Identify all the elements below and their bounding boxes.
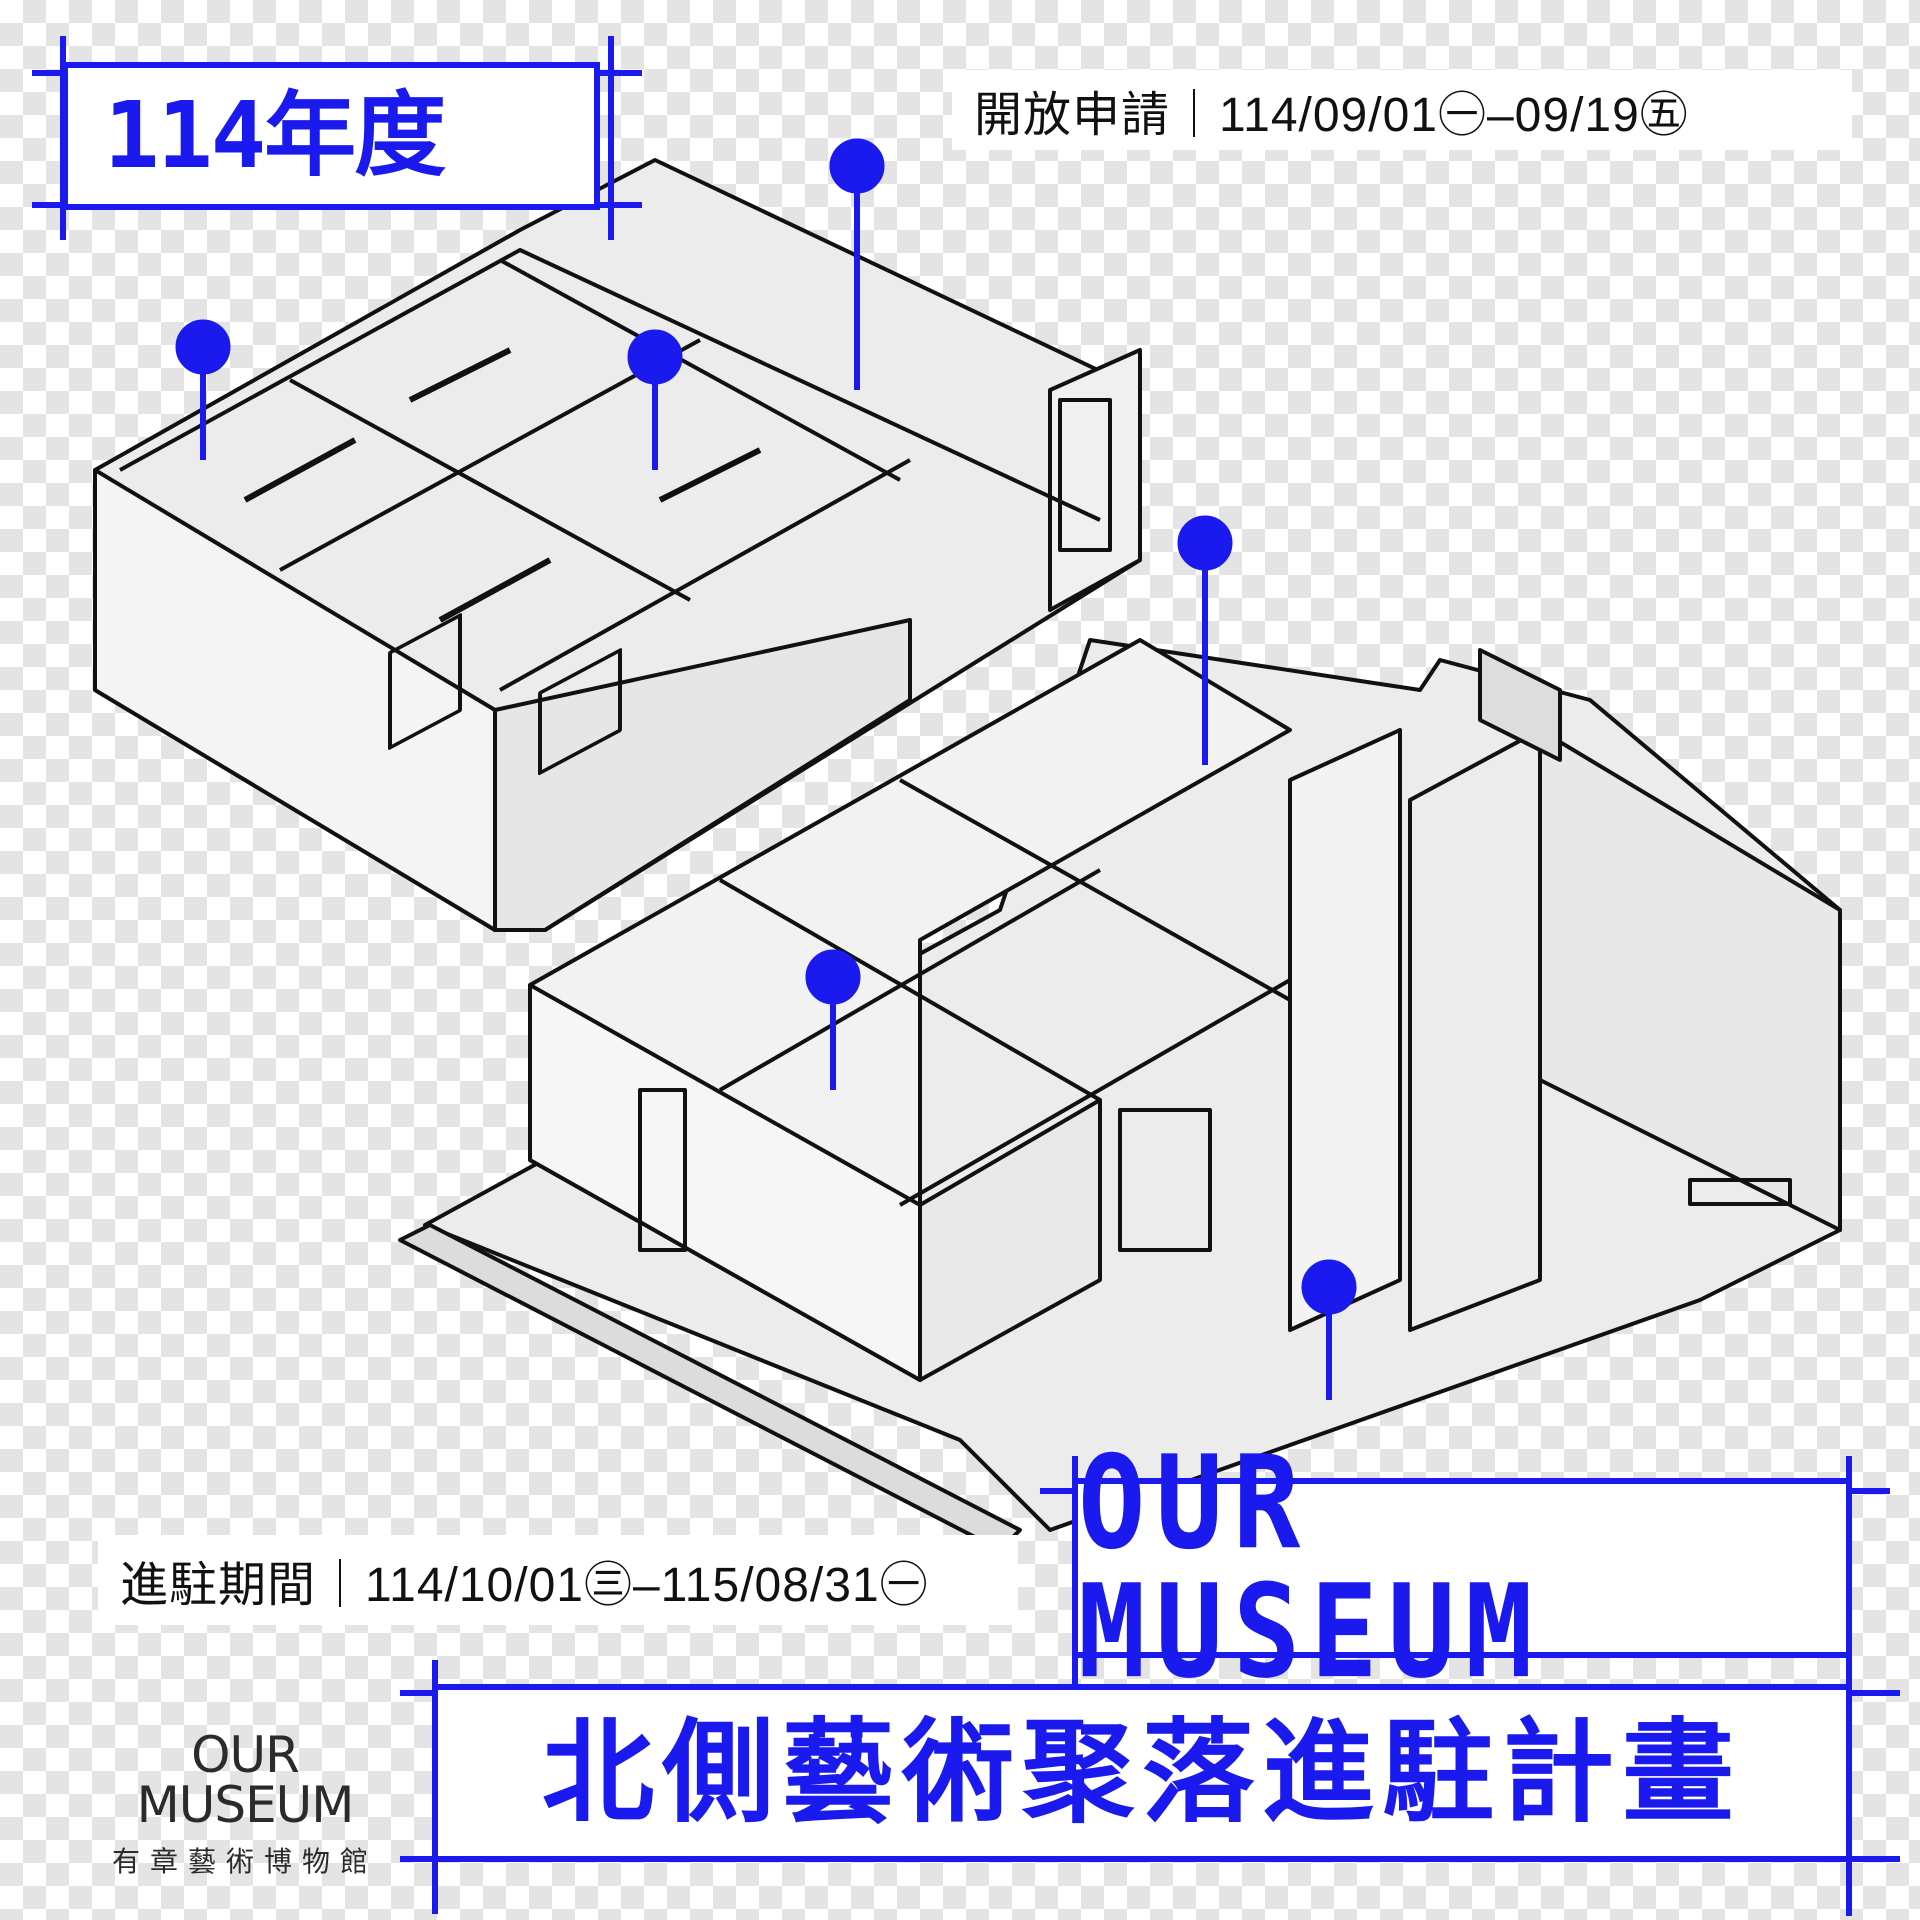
museum-logo: OUR MUSEUM 有章藝術博物館: [80, 1730, 410, 1880]
brand-title: OUR MUSEUM: [1078, 1428, 1543, 1708]
pin-icon: [175, 319, 231, 460]
program-title: 北側藝術聚落進駐計畫: [542, 1708, 1742, 1838]
brand-title-box: OUR MUSEUM: [1072, 1439, 1852, 1697]
year-text: 114年度: [104, 82, 446, 189]
residency-period: 進駐期間｜114/10/01㊂–115/08/31㊀: [98, 1535, 1018, 1625]
frame-line: [608, 36, 614, 240]
program-title-box: 北側藝術聚落進駐計畫: [432, 1684, 1852, 1862]
lower-building: [398, 638, 1842, 1552]
logo-name: OUR MUSEUM: [136, 1726, 355, 1834]
pin-icon: [627, 329, 683, 470]
location-pins: [175, 138, 1357, 1400]
pin-icon: [805, 949, 861, 1090]
pin-icon: [1177, 515, 1233, 765]
year-badge: 114年度: [62, 62, 600, 210]
logo-chinese-name: 有章藝術博物館: [111, 1845, 378, 1878]
pin-icon: [829, 138, 885, 390]
upper-building: [93, 158, 1142, 932]
pin-icon: [1301, 1259, 1357, 1400]
application-period: 開放申請｜114/09/01㊀–09/19㊄: [952, 70, 1852, 150]
